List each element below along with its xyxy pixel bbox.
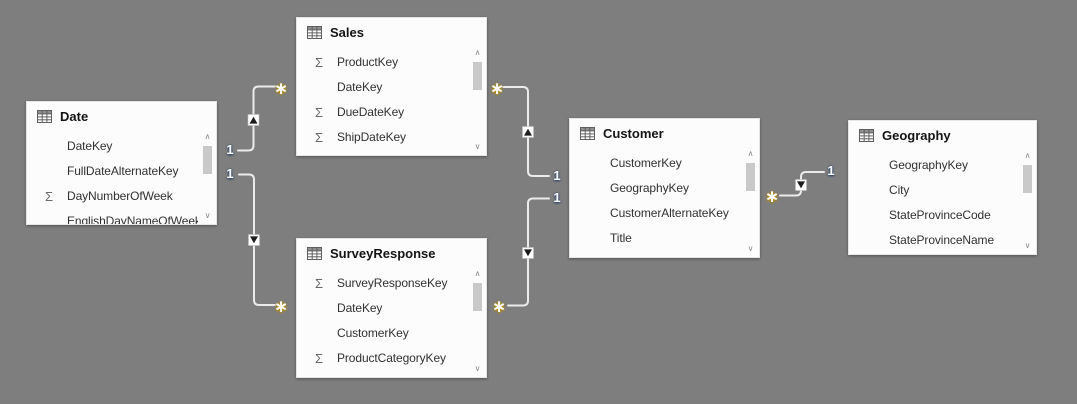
filter-direction-arrow-down-icon — [797, 181, 805, 189]
table-title: SurveyResponse — [330, 245, 436, 261]
scroll-down-icon[interactable]: ∨ — [474, 142, 481, 151]
filter-direction-arrow-down-icon — [250, 236, 258, 244]
many-cardinality-label: ∗ — [490, 79, 505, 98]
scrollbar[interactable]: ∧ ∨ — [1021, 150, 1034, 252]
scroll-down-icon[interactable]: ∨ — [1024, 241, 1031, 250]
table-card-header[interactable]: Geography — [849, 121, 1036, 149]
sigma-icon: Σ — [314, 276, 324, 291]
scrollbar[interactable]: ∧ ∨ — [744, 148, 757, 255]
table-card-header[interactable]: Sales — [297, 18, 486, 46]
field-row[interactable]: DateKey — [337, 80, 383, 94]
many-cardinality-label: ∗ — [274, 79, 289, 98]
table-title: Geography — [882, 127, 951, 143]
scrollbar[interactable]: ∧ ∨ — [201, 131, 214, 222]
field-row[interactable]: StateProvinceName — [889, 233, 995, 247]
field-row[interactable]: DateKey — [67, 139, 113, 153]
relationship-date-surveyresponse[interactable] — [238, 173, 276, 306]
scroll-down-icon[interactable]: ∨ — [204, 211, 211, 220]
scroll-down-icon[interactable]: ∨ — [474, 364, 481, 373]
field-list: CustomerKey GeographyKey CustomerAlterna… — [570, 147, 759, 257]
scrollbar-thumb[interactable] — [746, 163, 755, 191]
many-cardinality-label: ∗ — [765, 187, 780, 206]
field-row[interactable]: City — [889, 183, 910, 197]
scroll-up-icon[interactable]: ∧ — [204, 132, 211, 141]
scroll-up-icon[interactable]: ∧ — [747, 149, 754, 158]
scrollbar-thumb[interactable] — [473, 283, 482, 311]
relationship-date-sales[interactable] — [237, 85, 276, 152]
sigma-icon: Σ — [314, 130, 324, 145]
field-row[interactable]: EnglishDayNameOfWeek — [67, 214, 198, 225]
filter-direction-arrow-up-icon — [524, 128, 532, 136]
field-row[interactable]: DateKey — [337, 301, 383, 315]
field-row[interactable]: FullDateAlternateKey — [67, 164, 179, 178]
table-title: Sales — [330, 24, 364, 40]
sigma-icon: Σ — [314, 105, 324, 120]
field-row[interactable]: CustomerAlternateKey — [610, 206, 729, 220]
scroll-up-icon[interactable]: ∧ — [1024, 151, 1031, 160]
one-cardinality-label: 1 — [226, 142, 234, 157]
field-row[interactable]: GeographyKey — [610, 181, 689, 195]
table-icon — [37, 109, 52, 123]
field-row[interactable]: EnglishProductCategory — [297, 371, 486, 377]
table-card-geography[interactable]: Geography GeographyKey City StateProvinc… — [848, 120, 1037, 255]
sigma-icon: Σ — [314, 351, 324, 366]
scroll-up-icon[interactable]: ∧ — [474, 269, 481, 278]
table-icon — [307, 246, 322, 260]
many-cardinality-label: ∗ — [274, 297, 289, 316]
field-row[interactable]: CustomerKey — [337, 326, 409, 340]
one-cardinality-label: 1 — [553, 190, 561, 205]
field-row[interactable]: GeographyKey — [889, 158, 968, 172]
table-card-header[interactable]: Date — [27, 102, 216, 130]
field-row[interactable]: StateProvinceCode — [889, 208, 991, 222]
table-icon — [580, 126, 595, 140]
many-cardinality-label: ∗ — [492, 297, 507, 316]
field-row[interactable]: Title — [610, 231, 632, 245]
scrollbar[interactable]: ∧ ∨ — [471, 47, 484, 153]
table-title: Customer — [603, 125, 664, 141]
scrollbar-thumb[interactable] — [473, 62, 482, 90]
filter-direction-arrow-up-icon — [249, 116, 258, 124]
relationship-customer-geography[interactable] — [779, 171, 825, 197]
field-row[interactable]: FirstName — [570, 251, 759, 257]
field-list: GeographyKey City StateProvinceCode Stat… — [849, 149, 1036, 254]
scroll-down-icon[interactable]: ∨ — [747, 244, 754, 253]
sigma-icon: Σ — [314, 55, 324, 70]
field-row[interactable]: CustomerKey — [297, 150, 486, 155]
scrollbar-thumb[interactable] — [203, 146, 212, 174]
one-cardinality-label: 1 — [553, 168, 561, 183]
scrollbar-thumb[interactable] — [1023, 165, 1032, 193]
table-title: Date — [60, 108, 89, 124]
relationship-sales-customer[interactable] — [502, 86, 550, 177]
table-card-header[interactable]: Customer — [570, 119, 759, 147]
table-icon — [307, 25, 322, 39]
table-card-customer[interactable]: Customer CustomerKey GeographyKey Custom… — [569, 118, 760, 258]
sigma-icon: Σ — [44, 189, 54, 204]
field-row[interactable]: CustomerKey — [610, 156, 682, 170]
scrollbar[interactable]: ∧ ∨ — [471, 268, 484, 375]
scroll-up-icon[interactable]: ∧ — [474, 48, 481, 57]
table-icon — [859, 128, 874, 142]
filter-direction-arrow-down-icon — [524, 249, 532, 257]
field-row[interactable]: CountryRegionCode — [849, 253, 1036, 254]
one-cardinality-label: 1 — [226, 166, 234, 181]
one-cardinality-label: 1 — [827, 163, 835, 178]
relationship-surveyresponse-customer[interactable] — [507, 197, 550, 307]
table-card-header[interactable]: SurveyResponse — [297, 239, 486, 267]
